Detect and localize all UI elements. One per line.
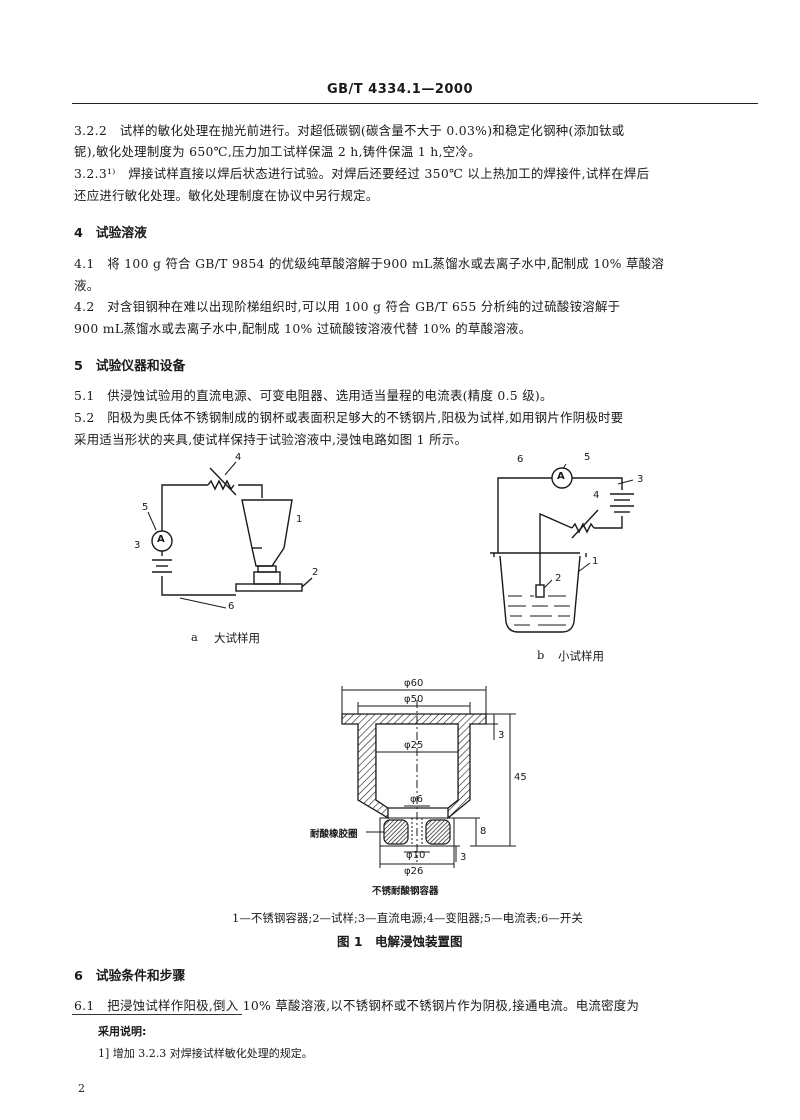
diagram-b-label-1: 1 — [592, 556, 599, 567]
sec-3-2-3-line1: 3.2.3¹⁾ 焊接试样直接以焊后状态进行试验。对焊后还要经过 350℃ 以上热… — [74, 166, 650, 181]
dim-phi10: φ10 — [406, 850, 426, 861]
diagram-a-caption-letter: a — [191, 630, 198, 644]
sec-3-2-2-line1: 3.2.2 试样的敏化处理在抛光前进行。对超低碳钢(碳含量不大于 0.03%)和… — [74, 123, 625, 138]
footnote-title: 采用说明: — [98, 1025, 147, 1038]
sec-4-heading: 4 试验溶液 — [74, 226, 147, 241]
dim-phi60: φ60 — [404, 678, 424, 689]
sec-4-2-line2: 900 mL蒸馏水或去离子水中,配制成 10% 过硫酸铵溶液代替 10% 的草酸… — [74, 321, 532, 336]
label-acid-rubber-ring: 耐酸橡胶圈 — [310, 829, 358, 840]
diagram-b-caption: 小试样用 — [558, 649, 604, 663]
dim-3-bottom: 3 — [460, 852, 467, 863]
diagram-b-label-5: 5 — [584, 452, 591, 463]
diagram-a-ammeter-symbol: A — [157, 534, 165, 545]
diagram-a-label-4: 4 — [235, 452, 242, 463]
dim-phi6: φ6 — [410, 794, 423, 805]
dim-phi50: φ50 — [404, 694, 424, 705]
diagram-b-caption-letter: b — [537, 648, 545, 662]
diagram-a-label-2: 2 — [312, 567, 319, 578]
sec-5-2-line2: 采用适当形状的夹具,使试样保持于试验溶液中,浸蚀电路如图 1 所示。 — [74, 432, 468, 447]
sec-5-2-line1: 5.2 阳极为奥氏体不锈钢制成的钢杯或表面积足够大的不锈钢片,阳极为试样,如用钢… — [74, 410, 624, 425]
figure-legend: 1—不锈钢容器;2—试样;3—直流电源;4—变阻器;5—电流表;6—开关 — [232, 911, 583, 925]
sec-5-1-line1: 5.1 供浸蚀试验用的直流电源、可变电阻器、选用适当量程的电流表(精度 0.5 … — [74, 388, 553, 403]
page-header: GB/T 4334.1—2000 — [326, 82, 474, 97]
diagram-a-label-6: 6 — [228, 601, 235, 612]
dim-45: 45 — [514, 772, 527, 783]
header-rule — [72, 103, 758, 104]
diagram-a-label-3: 3 — [134, 540, 141, 551]
sec-5-heading: 5 试验仪器和设备 — [74, 359, 186, 374]
sec-4-1-line2: 液。 — [74, 278, 100, 293]
diagram-b-label-2: 2 — [555, 573, 562, 584]
diagram-a-label-5: 5 — [142, 502, 149, 513]
page-number: 2 — [78, 1082, 85, 1095]
sec-4-2-line1: 4.2 对含钼钢种在难以出现阶梯组织时,可以用 100 g 符合 GB/T 65… — [74, 299, 621, 314]
figure-title: 图 1 电解浸蚀装置图 — [337, 934, 463, 949]
diagram-a-caption: 大试样用 — [214, 631, 260, 645]
dim-phi25: φ25 — [404, 740, 424, 751]
sec-6-1-line1: 6.1 把浸蚀试样作阳极,倒入 10% 草酸溶液,以不锈钢杯或不锈钢片作为阴极,… — [74, 998, 640, 1013]
footnote-note: 1] 增加 3.2.3 对焊接试样敏化处理的规定。 — [98, 1047, 313, 1060]
label-stainless-container: 不锈耐酸钢容器 — [372, 886, 439, 897]
sec-3-2-3-line2: 还应进行敏化处理。敏化处理制度在协议中另行规定。 — [74, 188, 379, 203]
diagram-a-label-1: 1 — [296, 514, 303, 525]
diagram-b-label-4: 4 — [593, 490, 600, 501]
diagram-b-label-3: 3 — [637, 474, 644, 485]
diagram-b-ammeter-symbol: A — [557, 471, 565, 482]
footnote-rule — [72, 1014, 242, 1015]
dim-phi26: φ26 — [404, 866, 424, 877]
sec-3-2-2-line2: 铌),敏化处理制度为 650℃,压力加工试样保温 2 h,铸件保温 1 h,空冷… — [74, 144, 481, 159]
sec-4-1-line1: 4.1 将 100 g 符合 GB/T 9854 的优级纯草酸溶解于900 mL… — [74, 256, 665, 271]
dim-8: 8 — [480, 826, 487, 837]
sec-6-heading: 6 试验条件和步骤 — [74, 969, 186, 984]
diagram-b-label-6: 6 — [517, 454, 524, 465]
dim-3-top: 3 — [498, 730, 505, 741]
